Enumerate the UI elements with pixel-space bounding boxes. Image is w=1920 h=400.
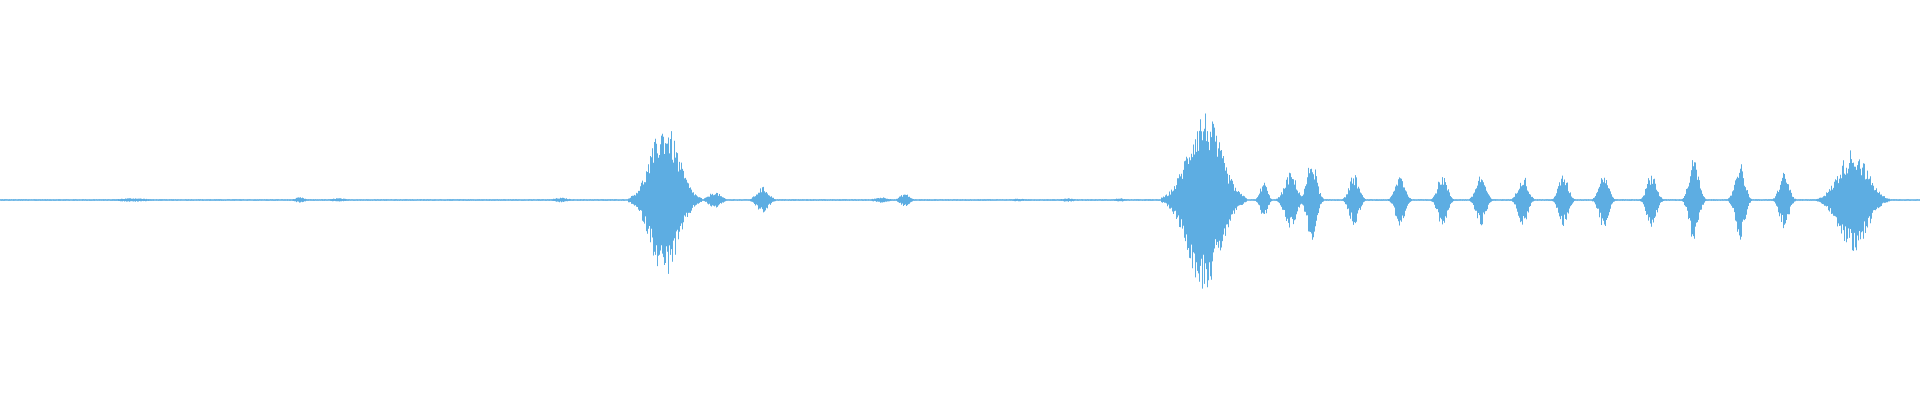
waveform-burst <box>1058 198 1077 202</box>
waveform-burst <box>1006 199 1029 202</box>
waveform-burst <box>897 193 912 206</box>
waveform-burst <box>1304 157 1319 243</box>
waveform-burst <box>326 198 349 202</box>
waveform-burst <box>1555 173 1570 226</box>
waveform-burst <box>1732 160 1747 240</box>
waveform-burst <box>1596 172 1611 229</box>
waveform-burst <box>1392 173 1407 226</box>
waveform-burst <box>1515 173 1530 226</box>
waveform-burst <box>109 198 155 202</box>
waveform-signal <box>0 113 1920 289</box>
waveform-burst <box>641 122 687 278</box>
waveform-burst <box>1644 172 1659 229</box>
waveform-burst <box>705 191 724 208</box>
waveform-burst <box>292 197 307 203</box>
waveform-burst <box>870 197 893 203</box>
waveform-burst <box>1281 172 1300 229</box>
waveform-burst <box>1776 172 1791 229</box>
waveform-burst <box>1346 173 1361 226</box>
waveform-burst <box>1258 181 1270 219</box>
waveform-burst <box>549 198 572 203</box>
waveform-burst <box>1434 173 1449 226</box>
waveform-burst <box>1473 173 1488 226</box>
waveform-burst <box>1686 157 1701 243</box>
waveform-burst <box>1177 110 1231 290</box>
waveform-burst <box>1112 198 1127 202</box>
waveform-burst <box>1830 148 1876 253</box>
waveform-burst <box>753 187 772 214</box>
